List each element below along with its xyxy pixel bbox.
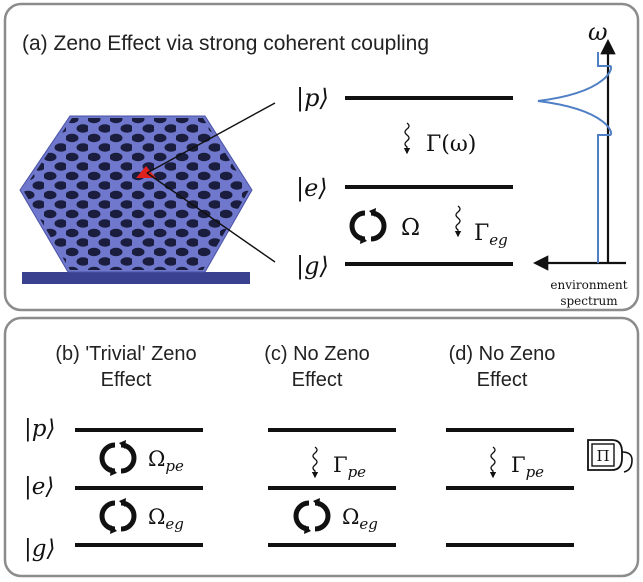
pointer-line-g	[146, 172, 276, 263]
detector-label: Π	[596, 447, 609, 465]
c-gamma-pe-label: Γpe	[333, 453, 366, 481]
coupling-arrows-icon	[352, 208, 384, 244]
panel-d-title-line2: Effect	[477, 369, 528, 391]
panel-d-title-line1: (d) No Zeno	[449, 343, 556, 365]
ket-g-label: |g⟩	[296, 252, 329, 281]
b-ket-g-label: |g⟩	[24, 536, 55, 562]
panel-c-title-line2: Effect	[292, 369, 343, 391]
panel-b-title-line2: Effect	[101, 369, 152, 391]
ket-e-label: |e⟩	[296, 174, 328, 203]
b-ket-e-label: |e⟩	[24, 474, 54, 500]
detector-icon: Π	[587, 439, 633, 473]
c-decay-wiggle-icon	[313, 447, 317, 477]
photonic-crystal	[19, 115, 253, 284]
d-gamma-pe-label: Γpe	[511, 453, 544, 481]
gamma-omega-label: Γ(ω)	[426, 132, 476, 157]
environment-spectrum	[532, 38, 626, 271]
b-coupling-pe-icon	[102, 440, 134, 476]
ket-p-label: |p⟩	[296, 84, 329, 113]
b-omega-pe-label: Ωpe	[148, 447, 184, 475]
c-omega-eg-label: Ωeg	[342, 505, 378, 533]
b-omega-eg-label: Ωeg	[148, 505, 184, 533]
panel-a-title: (a) Zeno Effect via strong coherent coup…	[22, 32, 429, 55]
pointer-line-p	[146, 102, 276, 174]
c-coupling-eg-icon	[296, 498, 328, 534]
panel-c-title-line1: (c) No Zeno	[264, 343, 370, 365]
gamma-eg-label: Γeg	[474, 221, 508, 249]
d-decay-wiggle-icon	[491, 447, 495, 477]
env-label-line1: environment	[550, 278, 627, 292]
panel-b-title-line1: (b) 'Trivial' Zeno	[55, 343, 196, 365]
panel-bcd-frame	[3, 316, 640, 578]
decay-wiggle-icon	[405, 123, 409, 153]
panel-a-frame	[3, 2, 640, 312]
omega-axis-label: ω	[588, 18, 608, 46]
b-coupling-eg-icon	[102, 498, 134, 534]
env-label-line2: spectrum	[560, 294, 618, 308]
b-ket-p-label: |p⟩	[24, 416, 55, 442]
omega-label: Ω	[401, 215, 420, 241]
decay-eg-wiggle-icon	[456, 206, 460, 236]
